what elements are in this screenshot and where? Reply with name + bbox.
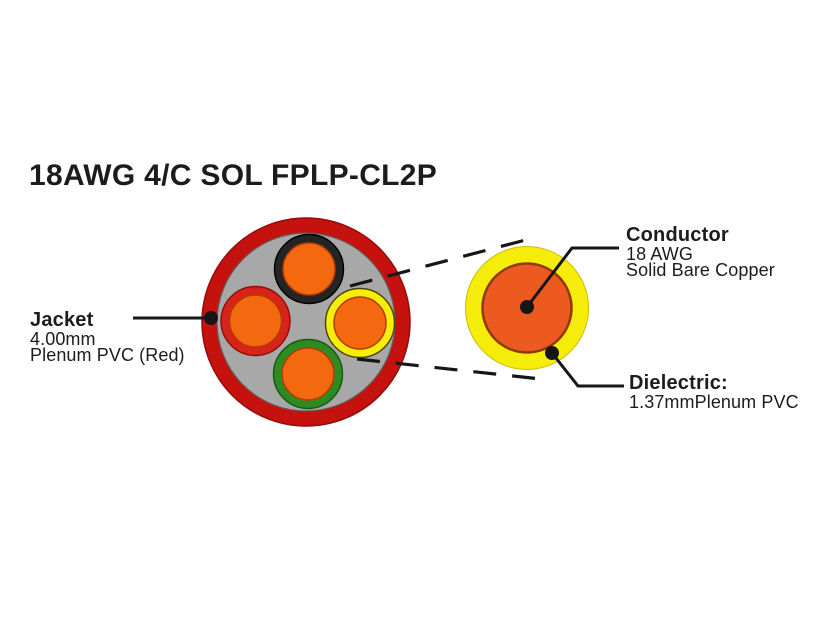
- jacket-label-line: Plenum PVC (Red): [30, 345, 185, 365]
- conductor-core: [281, 347, 335, 401]
- cable-cross-section: [201, 217, 411, 427]
- jacket-label-line: 4.00mm: [30, 329, 96, 349]
- conductor-yellow: [324, 287, 396, 359]
- conductor-label-line: 18 AWG: [626, 244, 693, 264]
- zoom-callout-line-bottom: [356, 357, 551, 382]
- conductor-label-line: Solid Bare Copper: [626, 260, 775, 280]
- conductor-green: [272, 338, 344, 410]
- dielectric-leader-line: [550, 352, 624, 388]
- conductor-core: [228, 294, 283, 348]
- dielectric-label-line: 1.37mmPlenum PVC: [629, 392, 799, 412]
- conductor-label-heading: Conductor: [626, 224, 729, 246]
- jacket-label: Jacket 4.00mm Plenum PVC (Red): [30, 309, 185, 365]
- conductor-black: [273, 233, 345, 305]
- conductor-callout-dot: [520, 300, 534, 314]
- dielectric-label: Dielectric: 1.37mmPlenum PVC: [629, 372, 799, 412]
- dielectric-callout-dot: [545, 346, 559, 360]
- dielectric-label-heading: Dielectric:: [629, 372, 728, 394]
- conductor-core: [333, 296, 387, 350]
- callout-dots: [204, 300, 559, 360]
- jacket-label-heading: Jacket: [30, 309, 94, 331]
- conductor-core: [282, 242, 336, 296]
- jacket-callout-dot: [204, 311, 218, 325]
- zoom-callout-line-top: [349, 235, 538, 288]
- callout-leaders: [133, 246, 624, 388]
- page-title: 18AWG 4/C SOL FPLP-CL2P: [29, 159, 438, 192]
- conductor-label: Conductor 18 AWG Solid Bare Copper: [626, 224, 775, 280]
- conductor-red: [220, 285, 291, 357]
- conductor-leader-line: [525, 246, 619, 308]
